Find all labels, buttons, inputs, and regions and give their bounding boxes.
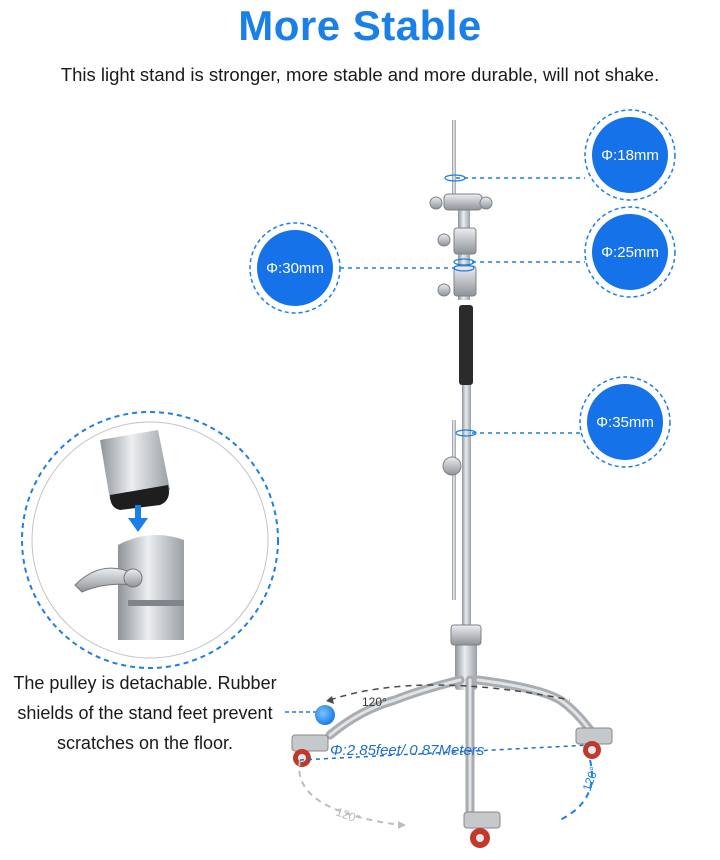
diameter-callout-35mm: Φ:35mm [455, 376, 671, 468]
badge-label-35mm: Φ:35mm [596, 414, 654, 431]
page-subtitle: This light stand is stronger, more stabl… [60, 64, 660, 85]
diameter-callout-18mm: Φ:18mm [444, 109, 676, 201]
badge-label-25mm: Φ:25mm [601, 244, 659, 261]
pulley-note: The pulley is detachable. Rubber shields… [13, 673, 277, 753]
base-angle-guides [298, 684, 593, 829]
stand-legs [325, 675, 595, 815]
detail-lower-tube [74, 535, 184, 640]
stand-wheels [291, 727, 613, 848]
page-title: More Stable [238, 2, 482, 49]
stand-knobs [429, 193, 493, 646]
badge-label-30mm: Φ:30mm [266, 260, 324, 277]
wheel-left [291, 734, 329, 767]
diameter-callout-25mm: Φ:25mm [453, 206, 676, 298]
base-span-label: Φ:2.85feet/ 0.87Meters [330, 742, 485, 759]
pulley-detail-inset [21, 411, 279, 669]
base-span-line [299, 744, 591, 761]
wheel-right [575, 727, 613, 759]
angle-label-right: 120° [580, 765, 602, 793]
detail-down-arrow-icon [128, 505, 148, 532]
angle-label-top: 120° [362, 695, 387, 709]
diameter-callout-30mm: Φ:30mm [249, 222, 475, 314]
pulley-pointer [285, 705, 335, 725]
detail-upper-tube [100, 430, 170, 510]
angle-label-bottom: 120° [334, 805, 362, 827]
wheel-front [463, 811, 501, 848]
badge-label-18mm: Φ:18mm [601, 147, 659, 164]
